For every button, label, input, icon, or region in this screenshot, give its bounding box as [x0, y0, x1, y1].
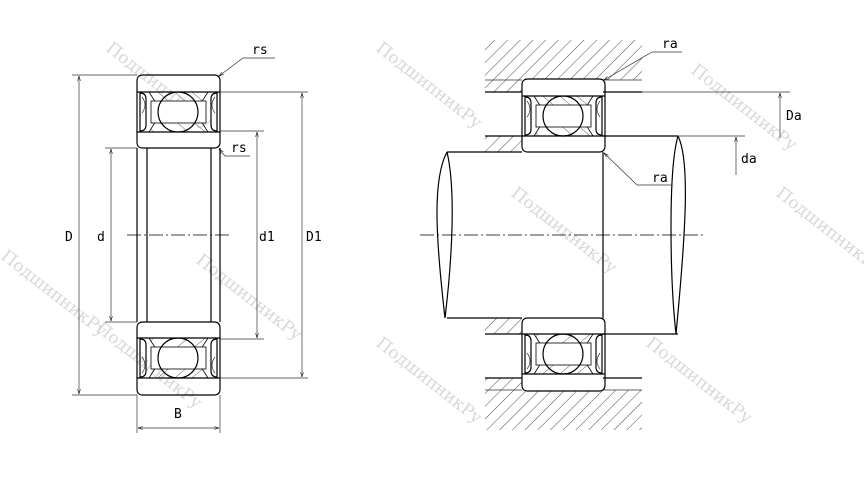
- label-rs-inner: rs: [231, 141, 247, 156]
- label-D: D: [65, 230, 73, 245]
- watermark-text: ПодшипникРу: [772, 183, 864, 278]
- label-Da: Da: [786, 109, 802, 124]
- bearing-section-view: rs rs D d d1 D1 B: [65, 43, 322, 433]
- label-d: d: [97, 230, 105, 245]
- watermark-text: ПодшипникРу: [192, 250, 306, 345]
- watermark-text: ПодшипникРу: [0, 246, 111, 341]
- label-rs-outer: rs: [252, 43, 268, 58]
- watermark-text: ПодшипникРу: [372, 333, 486, 428]
- mounting-view: Da da ra ra: [420, 37, 802, 430]
- watermarks: ПодшипникРу ПодшипникРу ПодшипникРу Подш…: [0, 38, 864, 428]
- label-da: da: [741, 152, 757, 167]
- label-ra-shaft: ra: [652, 171, 668, 186]
- watermark-text: ПодшипникРу: [687, 60, 801, 155]
- label-ra-housing: ra: [662, 37, 678, 52]
- watermark-text: ПодшипникРу: [372, 38, 486, 133]
- watermark-text: ПодшипникРу: [507, 183, 621, 278]
- label-d1: d1: [259, 230, 275, 245]
- watermark-text: ПодшипникРу: [642, 333, 756, 428]
- label-D1: D1: [306, 230, 322, 245]
- label-B: B: [174, 407, 182, 422]
